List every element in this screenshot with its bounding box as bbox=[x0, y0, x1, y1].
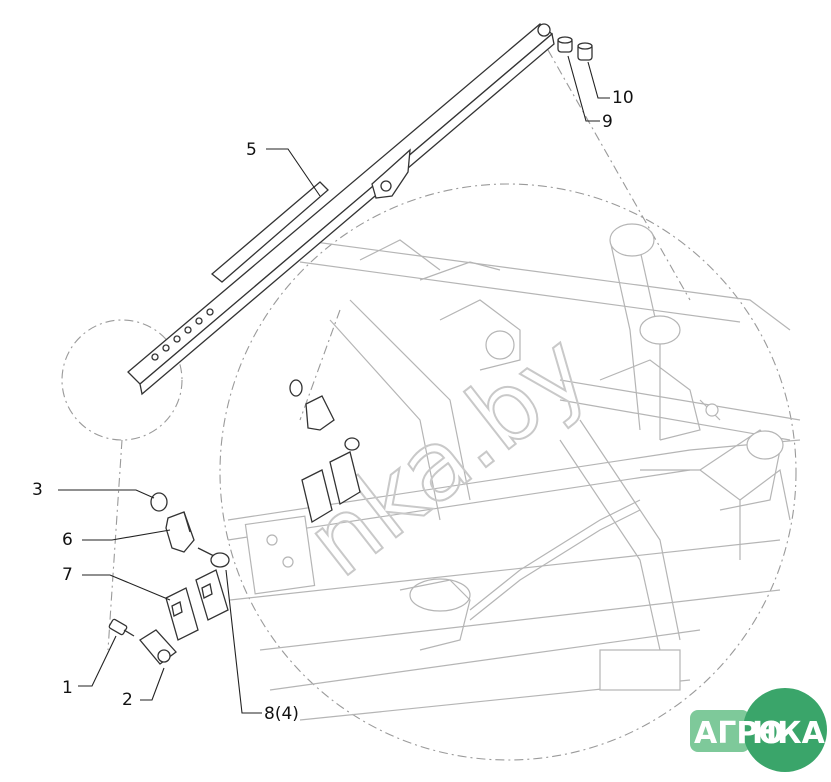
callout-8: 8(4) bbox=[264, 704, 299, 724]
part-1-bolt bbox=[108, 618, 135, 637]
callout-9: 9 bbox=[602, 112, 613, 132]
frame-background bbox=[227, 223, 801, 721]
part-7-plates bbox=[165, 569, 229, 641]
part-2-nut bbox=[139, 629, 177, 665]
logo-left-band bbox=[690, 710, 750, 752]
callout-5: 5 bbox=[246, 140, 257, 160]
detail-circles bbox=[61, 49, 797, 761]
leader-lines bbox=[58, 55, 610, 714]
part-10-bushing bbox=[577, 42, 593, 61]
callout-2: 2 bbox=[122, 690, 133, 710]
adjustment-holes bbox=[151, 308, 214, 361]
callout-6: 6 bbox=[62, 530, 73, 550]
part-5-bar bbox=[127, 23, 555, 396]
part-8-pin bbox=[197, 547, 230, 568]
logo-right-text: НКА bbox=[752, 716, 826, 751]
logo-left-text: АГРО bbox=[694, 716, 784, 751]
callout-3: 3 bbox=[32, 480, 43, 500]
part-9-bushing bbox=[557, 36, 573, 53]
callout-7: 7 bbox=[62, 565, 73, 585]
part-6-clamp bbox=[165, 511, 195, 553]
logo-badge bbox=[743, 688, 827, 772]
upper-clamp-assembly bbox=[289, 379, 361, 524]
callout-1: 1 bbox=[62, 678, 73, 698]
part-3-ring bbox=[150, 492, 168, 512]
callout-10: 10 bbox=[612, 88, 634, 108]
agronka-logo: АГРО НКА bbox=[690, 688, 827, 772]
